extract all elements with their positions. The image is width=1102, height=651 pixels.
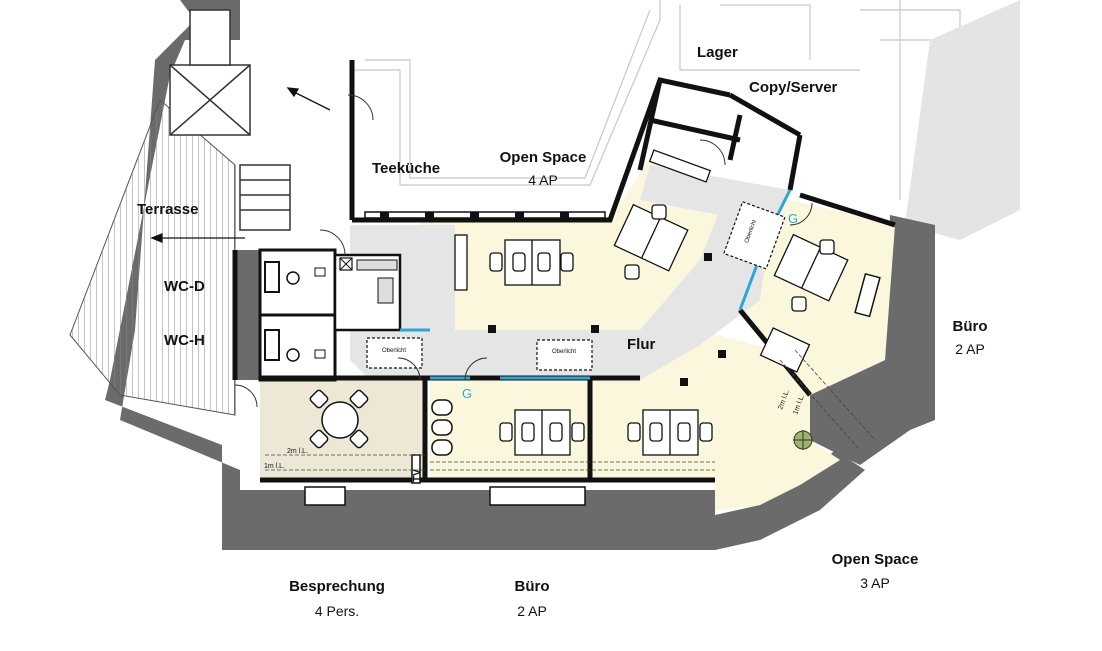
- label-lager: Lager: [697, 44, 738, 61]
- label-besprechung-capacity: 4 Pers.: [315, 603, 359, 619]
- skylights: [366, 200, 786, 371]
- label-flur: Flur: [627, 336, 655, 353]
- oberlicht-label-1: Oberlicht: [382, 348, 406, 354]
- label-buero-right-capacity: 2 AP: [955, 341, 985, 357]
- door-swings: [234, 94, 813, 408]
- label-copy-server: Copy/Server: [749, 79, 838, 96]
- label-open-space-top-capacity: 4 AP: [528, 172, 558, 188]
- kitchen-block: [333, 253, 402, 332]
- label-teekueche: Teeküche: [372, 160, 440, 177]
- label-buero-right: Büro: [953, 318, 988, 335]
- label-buero-bottom-capacity: 2 AP: [517, 603, 547, 619]
- label-wc-d: WC-D: [164, 278, 205, 295]
- outer-wall-right-curve: [715, 450, 865, 550]
- columns: [380, 212, 726, 386]
- arrow-entry-icon: [286, 87, 331, 111]
- dist-2m-label: 2m l.L.: [287, 448, 308, 455]
- terrasse-area: [69, 99, 236, 416]
- windows: [304, 211, 881, 506]
- stair-shaft: [169, 9, 291, 231]
- chairs: [489, 204, 835, 442]
- outer-wall-bottom: [222, 490, 715, 550]
- label-besprechung: Besprechung: [289, 578, 385, 595]
- wc-block: [235, 248, 337, 382]
- label-open-space-top: Open Space: [500, 149, 587, 166]
- meeting-table: [309, 389, 453, 484]
- plant-icon: [793, 430, 813, 450]
- label-buero-bottom: Büro: [515, 578, 550, 595]
- tv-label: TV: [412, 469, 423, 482]
- oberlicht-label-2: Oberlicht: [552, 349, 576, 355]
- distance-lines: [265, 349, 876, 471]
- label-terrasse: Terrasse: [137, 201, 198, 218]
- open-space-bottom-floor: [590, 330, 840, 510]
- label-open-space-bottom: Open Space: [832, 551, 919, 568]
- label-wc-h: WC-H: [164, 332, 205, 349]
- g-marker-2: G: [788, 211, 798, 226]
- dist-1m-label: 1m l.L.: [264, 463, 285, 470]
- neighbor-building: [905, 0, 1020, 240]
- label-open-space-bottom-capacity: 3 AP: [860, 575, 890, 591]
- arrow-left-icon: [150, 233, 245, 243]
- g-marker-1: G: [462, 386, 472, 401]
